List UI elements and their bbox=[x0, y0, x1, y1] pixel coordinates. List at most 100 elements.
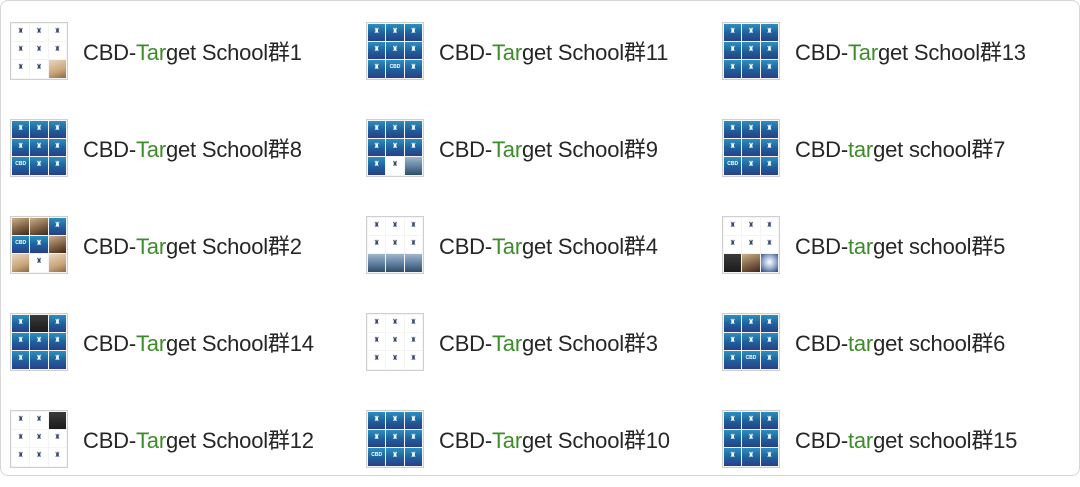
member-photo-icon bbox=[12, 254, 30, 272]
school-logo-icon: ♜ bbox=[48, 351, 66, 369]
group-item-2[interactable]: ♜♜♜♜♜♜♜CBD♜ CBD-Target School群11 bbox=[356, 2, 712, 99]
school-logo-icon: ♜ bbox=[724, 448, 742, 466]
group-name-suffix: get school群6 bbox=[873, 330, 1006, 356]
group-item-7[interactable]: ♜CBD♜♜ CBD-Target School群2 bbox=[0, 196, 356, 293]
school-logo-icon: ♜ bbox=[368, 351, 386, 369]
group-item-6[interactable]: ♜♜♜♜♜♜CBD♜♜ CBD-target school群7 bbox=[712, 99, 1080, 196]
school-logo-icon: ♜ bbox=[48, 41, 66, 60]
school-logo-icon: ♜ bbox=[386, 332, 404, 351]
group-name-suffix: get School群3 bbox=[521, 330, 658, 356]
group-name-prefix: CBD- bbox=[83, 330, 136, 356]
school-logo-icon: ♜ bbox=[724, 332, 742, 351]
school-logo-icon: ♜ bbox=[404, 332, 422, 351]
group-name-highlight: Tar bbox=[135, 39, 166, 65]
cbd-logo-icon: CBD bbox=[12, 157, 30, 175]
school-logo-icon: ♜ bbox=[386, 351, 404, 369]
group-item-1[interactable]: ♜♜♜♜♜♜♜♜ CBD-Target School群1 bbox=[0, 2, 356, 99]
group-name-suffix: get School群2 bbox=[165, 233, 302, 259]
school-logo-icon: ♜ bbox=[760, 411, 778, 429]
school-logo-icon: ♜ bbox=[368, 217, 386, 235]
group-name-highlight: tar bbox=[847, 330, 874, 356]
group-avatar: ♜♜♜♜♜♜ bbox=[366, 215, 424, 274]
school-logo-icon: ♜ bbox=[724, 60, 742, 78]
group-avatar: ♜♜♜♜♜♜CBD♜♜ bbox=[722, 118, 780, 177]
group-name: CBD-Target School群4 bbox=[439, 229, 658, 261]
school-logo-icon: ♜ bbox=[760, 235, 778, 254]
school-logo-icon: ♜ bbox=[742, 235, 760, 254]
school-logo-icon: ♜ bbox=[12, 60, 30, 78]
school-logo-icon: ♜ bbox=[48, 429, 66, 448]
group-avatar: ♜♜♜♜♜♜CBD♜♜ bbox=[10, 118, 68, 177]
school-logo-icon: ♜ bbox=[742, 411, 760, 429]
school-logo-icon: ♜ bbox=[368, 157, 386, 175]
group-name-suffix: get School群9 bbox=[521, 136, 658, 162]
member-photo-icon bbox=[48, 411, 66, 429]
group-name: CBD-target school群7 bbox=[795, 132, 1005, 164]
group-name-suffix: get School群12 bbox=[165, 427, 314, 453]
school-logo-icon: ♜ bbox=[12, 429, 30, 448]
group-item-12[interactable]: ♜♜♜♜♜♜♜CBD♜ CBD-target school群6 bbox=[712, 293, 1080, 390]
group-avatar: ♜♜♜♜♜♜ bbox=[722, 215, 780, 274]
school-logo-icon: ♜ bbox=[404, 351, 422, 369]
school-logo-icon: ♜ bbox=[404, 60, 422, 78]
school-logo-icon: ♜ bbox=[12, 120, 30, 138]
group-name: CBD-Target School群10 bbox=[439, 423, 670, 455]
school-logo-icon: ♜ bbox=[30, 429, 48, 448]
group-item-9[interactable]: ♜♜♜♜♜♜ CBD-target school群5 bbox=[712, 196, 1080, 293]
school-logo-icon: ♜ bbox=[368, 23, 386, 41]
group-name-highlight: Tar bbox=[491, 233, 522, 259]
group-name: CBD-Target School群13 bbox=[795, 35, 1026, 67]
school-logo-icon: ♜ bbox=[48, 120, 66, 138]
school-logo-icon: ♜ bbox=[368, 411, 386, 429]
school-logo-icon: ♜ bbox=[724, 235, 742, 254]
group-item-11[interactable]: ♜♜♜♜♜♜♜♜♜ CBD-Target School群3 bbox=[356, 293, 712, 390]
school-logo-icon: ♜ bbox=[368, 314, 386, 332]
group-name-highlight: Tar bbox=[491, 427, 522, 453]
school-logo-icon: ♜ bbox=[48, 23, 66, 41]
group-avatar: ♜♜♜♜♜♜♜♜ bbox=[366, 118, 424, 177]
group-list-panel bbox=[0, 0, 1080, 476]
group-name-suffix: get school群5 bbox=[873, 233, 1006, 259]
school-logo-icon: ♜ bbox=[30, 23, 48, 41]
group-item-4[interactable]: ♜♜♜♜♜♜CBD♜♜ CBD-Target School群8 bbox=[0, 99, 356, 196]
school-logo-icon: ♜ bbox=[724, 23, 742, 41]
group-item-3[interactable]: ♜♜♜♜♜♜♜♜♜ CBD-Target School群13 bbox=[712, 2, 1080, 99]
school-logo-icon: ♜ bbox=[30, 411, 48, 429]
school-logo-icon: ♜ bbox=[386, 120, 404, 138]
group-name-highlight: tar bbox=[847, 136, 874, 162]
member-photo-icon bbox=[760, 254, 778, 272]
group-item-8[interactable]: ♜♜♜♜♜♜ CBD-Target School群4 bbox=[356, 196, 712, 293]
group-avatar: ♜♜♜♜♜♜♜♜ bbox=[10, 409, 68, 468]
school-logo-icon: ♜ bbox=[30, 235, 48, 254]
group-item-13[interactable]: ♜♜♜♜♜♜♜♜ CBD-Target School群12 bbox=[0, 390, 356, 487]
member-photo-icon bbox=[30, 314, 48, 332]
school-logo-icon: ♜ bbox=[760, 138, 778, 157]
group-item-10[interactable]: ♜♜♜♜♜♜♜♜ CBD-Target School群14 bbox=[0, 293, 356, 390]
group-item-15[interactable]: ♜♜♜♜♜♜♜♜♜ CBD-target school群15 bbox=[712, 390, 1080, 487]
group-name-prefix: CBD- bbox=[83, 233, 136, 259]
group-name: CBD-Target School群12 bbox=[83, 423, 314, 455]
school-logo-icon: ♜ bbox=[760, 157, 778, 175]
school-logo-icon: ♜ bbox=[742, 217, 760, 235]
group-name-highlight: Tar bbox=[847, 39, 878, 65]
group-avatar: ♜CBD♜♜ bbox=[10, 215, 68, 274]
school-logo-icon: ♜ bbox=[404, 429, 422, 448]
school-logo-icon: ♜ bbox=[724, 314, 742, 332]
group-name-prefix: CBD- bbox=[439, 39, 492, 65]
school-logo-icon: ♜ bbox=[12, 314, 30, 332]
school-logo-icon: ♜ bbox=[742, 157, 760, 175]
school-logo-icon: ♜ bbox=[30, 332, 48, 351]
group-avatar: ♜♜♜♜♜♜♜♜ bbox=[10, 312, 68, 371]
school-logo-icon: ♜ bbox=[724, 138, 742, 157]
group-item-14[interactable]: ♜♜♜♜♜♜CBD♜♜ CBD-Target School群10 bbox=[356, 390, 712, 487]
school-logo-icon: ♜ bbox=[742, 138, 760, 157]
group-name: CBD-Target School群2 bbox=[83, 229, 302, 261]
school-logo-icon: ♜ bbox=[368, 41, 386, 60]
school-logo-icon: ♜ bbox=[368, 235, 386, 254]
group-name-suffix: get School群8 bbox=[165, 136, 302, 162]
school-logo-icon: ♜ bbox=[48, 448, 66, 466]
group-name-prefix: CBD- bbox=[83, 427, 136, 453]
group-name-suffix: get School群10 bbox=[521, 427, 670, 453]
school-logo-icon: ♜ bbox=[30, 254, 48, 272]
group-item-5[interactable]: ♜♜♜♜♜♜♜♜ CBD-Target School群9 bbox=[356, 99, 712, 196]
